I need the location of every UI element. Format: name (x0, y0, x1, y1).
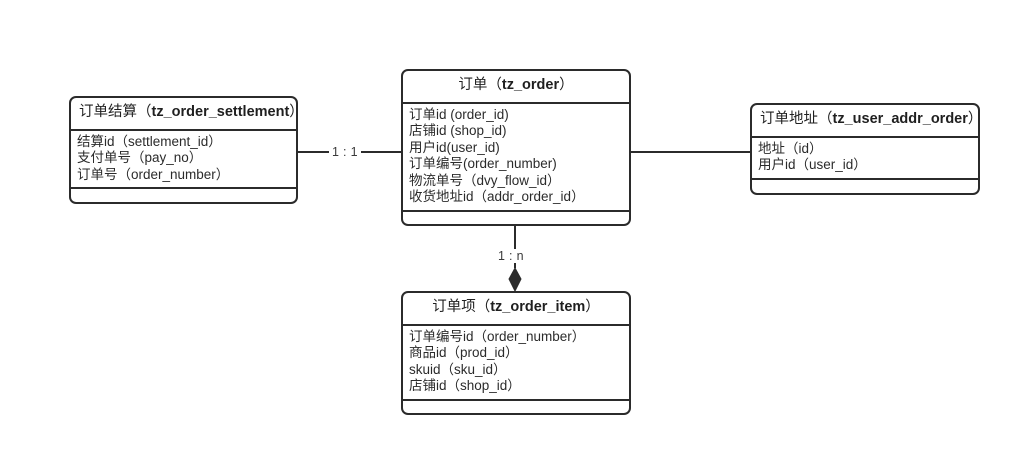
entity-footer-tz-order-settlement (71, 189, 296, 202)
attribute-row: 订单id (order_id) (409, 106, 509, 122)
entity-title-table: tz_order_settlement (151, 104, 290, 120)
entity-title-table: tz_order (501, 77, 560, 93)
entity-title-cn: 订单项 (432, 299, 476, 315)
attribute-row: 结算id（settlement_id） (77, 133, 222, 149)
edge-label-order-item: 1 : n (495, 249, 527, 263)
entity-title-tz-order-item: 订单项（tz_order_item） (403, 293, 629, 326)
entity-title-cn: 订单结算 (79, 104, 137, 120)
entity-footer-tz-order (403, 212, 629, 224)
attribute-row: 地址（id） (758, 140, 823, 156)
entity-attrs-tz-order-item: 订单编号id（order_number） 商品id（prod_id） skuid… (403, 326, 629, 401)
entity-tz-user-addr-order[interactable]: 订单地址（tz_user_addr_order） 地址（id） 用户id（use… (750, 103, 980, 195)
edge-label-settlement-order: 1 : 1 (329, 145, 361, 159)
entity-attrs-tz-order-settlement: 结算id（settlement_id） 支付单号（pay_no） 订单号（ord… (71, 131, 296, 190)
attribute-row: 用户id(user_id) (409, 139, 500, 155)
entity-tz-order[interactable]: 订单（tz_order） 订单id (order_id) 店铺id (shop_… (401, 69, 631, 226)
entity-title-paren-open: （ (487, 77, 502, 93)
entity-title-paren-close: ） (559, 77, 574, 93)
entity-title-table: tz_order_item (490, 299, 586, 315)
attribute-row: 收货地址id（addr_order_id） (409, 189, 585, 205)
entity-tz-order-settlement[interactable]: 订单结算（tz_order_settlement） 结算id（settlemen… (69, 96, 298, 204)
entity-attrs-tz-order: 订单id (order_id) 店铺id (shop_id) 用户id(user… (403, 104, 629, 212)
attribute-row: skuid（sku_id） (409, 361, 507, 377)
attribute-row: 店铺id（shop_id） (409, 378, 521, 394)
entity-title-paren-close: ） (585, 299, 600, 315)
entity-title-tz-user-addr-order: 订单地址（tz_user_addr_order） (752, 105, 978, 138)
attribute-row: 订单编号id（order_number） (409, 328, 586, 344)
entity-title-cn: 订单 (458, 77, 488, 93)
attribute-row: 商品id（prod_id） (409, 345, 519, 361)
entity-title-tz-order-settlement: 订单结算（tz_order_settlement） (71, 98, 296, 131)
entity-title-tz-order: 订单（tz_order） (403, 71, 629, 104)
attribute-row: 订单号（order_number） (77, 166, 230, 182)
attribute-row: 物流单号（dvy_flow_id） (409, 172, 561, 188)
attribute-row: 支付单号（pay_no） (77, 150, 203, 166)
entity-attrs-tz-user-addr-order: 地址（id） 用户id（user_id） (752, 138, 978, 180)
entity-title-paren-close: ） (289, 104, 296, 120)
attribute-row: 订单编号(order_number) (409, 156, 557, 172)
entity-tz-order-item[interactable]: 订单项（tz_order_item） 订单编号id（order_number） … (401, 291, 631, 415)
entity-footer-tz-order-item (403, 401, 629, 413)
filled-diamond-marker (508, 266, 522, 293)
entity-footer-tz-user-addr-order (752, 180, 978, 193)
entity-title-table: tz_user_addr_order (832, 111, 968, 127)
entity-title-paren-open: （ (475, 299, 491, 315)
attribute-row: 用户id（user_id） (758, 157, 867, 173)
attribute-row: 店铺id (shop_id) (409, 123, 507, 139)
entity-title-paren-close: ） (968, 111, 978, 127)
entity-title-paren-open: （ (137, 104, 152, 120)
entity-title-paren-open: （ (818, 111, 833, 127)
entity-title-cn: 订单地址 (760, 111, 818, 127)
